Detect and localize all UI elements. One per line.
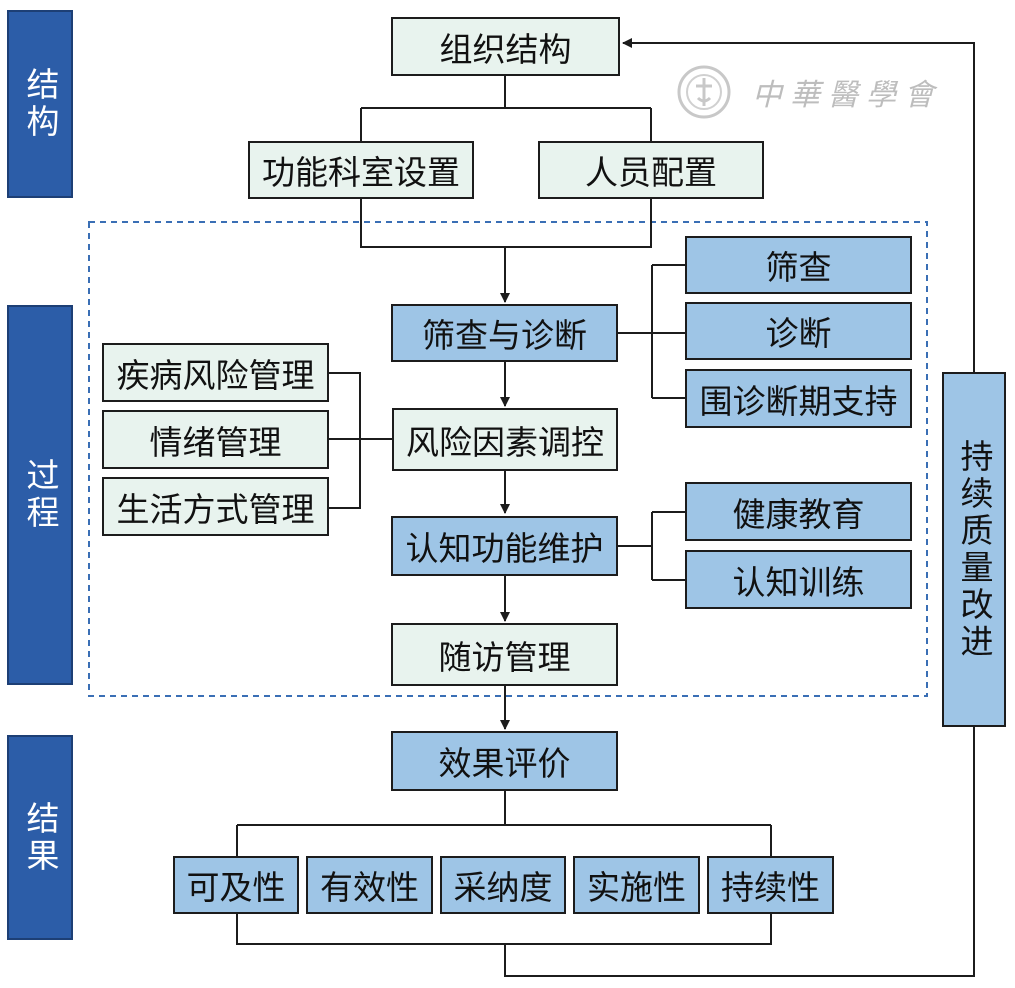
- node-cognitive-training: 认知训练: [685, 550, 912, 609]
- node-sustainability: 持续性: [707, 856, 834, 914]
- node-followup-mgmt: 随访管理: [391, 623, 618, 686]
- section-structure-label: 结构: [21, 67, 60, 141]
- seal-logo: [677, 65, 731, 119]
- node-effectiveness: 有效性: [306, 856, 433, 914]
- node-adoption: 采纳度: [440, 856, 566, 914]
- node-health-education: 健康教育: [685, 482, 912, 541]
- node-screening-diagnosis: 筛查与诊断: [391, 304, 618, 362]
- node-disease-risk-mgmt: 疾病风险管理: [102, 343, 329, 402]
- section-outcome: 结果: [7, 735, 73, 940]
- node-screening: 筛查: [685, 236, 912, 294]
- node-diagnosis: 诊断: [685, 302, 912, 360]
- node-risk-factor-control: 风险因素调控: [392, 408, 618, 471]
- node-reach: 可及性: [173, 856, 299, 914]
- node-org-structure: 组织结构: [391, 17, 620, 76]
- node-staff-config: 人员配置: [538, 141, 764, 199]
- section-outcome-label: 结果: [21, 800, 60, 875]
- process-dashed-frame: [88, 221, 928, 697]
- cqi-label: 持续质量改进: [955, 438, 994, 661]
- node-dept-setup: 功能科室设置: [248, 141, 474, 199]
- node-effect-evaluation: 效果评价: [391, 731, 618, 791]
- node-cognitive-maintenance: 认知功能维护: [391, 516, 618, 576]
- node-lifestyle-mgmt: 生活方式管理: [102, 477, 329, 536]
- node-implementation: 实施性: [573, 856, 700, 914]
- section-process: 过程: [7, 305, 73, 685]
- node-peri-diagnosis-support: 围诊断期支持: [685, 369, 912, 428]
- section-structure: 结构: [7, 10, 73, 198]
- node-emotion-mgmt: 情绪管理: [102, 410, 329, 469]
- watermark-text: 中華醫學會: [752, 78, 942, 113]
- section-process-label: 过程: [21, 458, 60, 532]
- node-continuous-quality-improvement: 持续质量改进: [942, 372, 1006, 727]
